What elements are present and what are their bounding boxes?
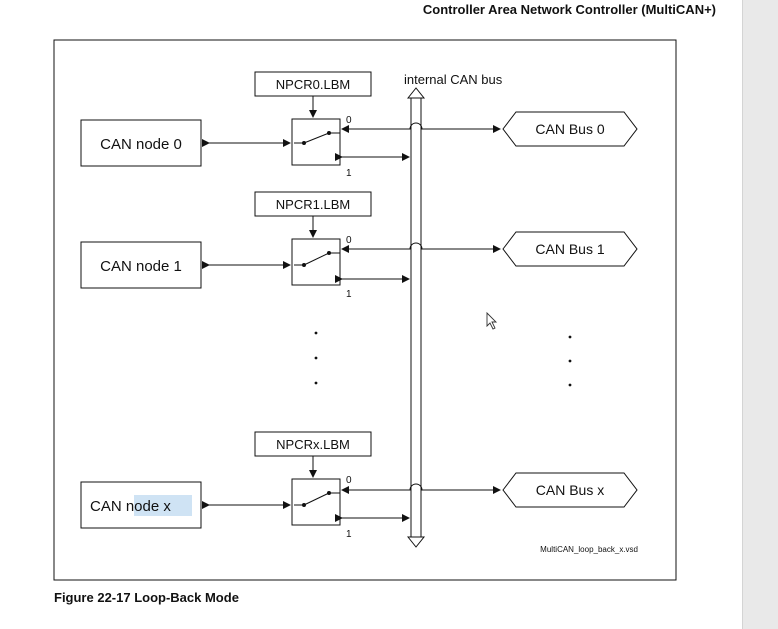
bus-label: internal CAN bus [404, 72, 503, 87]
can-node-label: CAN node 1 [100, 258, 182, 275]
can-bus-out-label: CAN Bus x [536, 482, 604, 498]
loop-back-diagram: internal CAN bus CAN node 0 NPCR0.LBM 0 … [53, 39, 677, 581]
port-0-label: 0 [346, 115, 352, 126]
row-node-x: CAN node x NPCRx.LBM 0 1 CAN Bus x [80, 431, 638, 540]
internal-can-bus [406, 87, 426, 548]
port-1-label: 1 [346, 289, 352, 300]
register-label: NPCR0.LBM [276, 77, 350, 92]
figure-frame [53, 39, 677, 581]
loop-back-switch [291, 478, 341, 526]
register-label: NPCRx.LBM [276, 437, 350, 452]
can-bus-out-connector [502, 111, 638, 147]
text-selection-highlight [134, 495, 192, 516]
can-bus-out-connector [502, 231, 638, 267]
register-box [254, 431, 372, 457]
can-node-box [80, 241, 202, 289]
mouse-pointer-icon [486, 311, 498, 330]
visio-file-label: MultiCAN_loop_back_x.vsd [540, 545, 638, 554]
loop-back-switch [291, 238, 341, 286]
row-node-0: CAN node 0 NPCR0.LBM 0 1 CAN Bus 0 [80, 71, 638, 179]
port-1-label: 1 [346, 529, 352, 540]
row-node-1: CAN node 1 NPCR1.LBM 0 1 CAN Bus 1 [80, 191, 638, 300]
loop-back-switch [291, 118, 341, 166]
can-node-label-selected: node x [126, 498, 172, 515]
can-node-label: CAN node 0 [100, 136, 182, 153]
can-node-box [80, 119, 202, 167]
figure-caption: Figure 22-17 Loop-Back Mode [54, 590, 239, 605]
port-1-label: 1 [346, 168, 352, 179]
port-0-label: 0 [346, 235, 352, 246]
can-bus-out-label: CAN Bus 1 [535, 241, 604, 257]
can-node-label-prefix: CAN [90, 498, 126, 515]
register-box [254, 191, 372, 217]
page-header-title: Controller Area Network Controller (Mult… [422, 2, 716, 17]
scroll-strip[interactable] [742, 0, 778, 629]
can-bus-out-label: CAN Bus 0 [535, 121, 604, 137]
register-label: NPCR1.LBM [276, 197, 350, 212]
can-node-label: CAN node x [90, 498, 171, 515]
can-bus-out-connector [502, 472, 638, 508]
port-0-label: 0 [346, 475, 352, 486]
continuation-dots [314, 331, 572, 387]
